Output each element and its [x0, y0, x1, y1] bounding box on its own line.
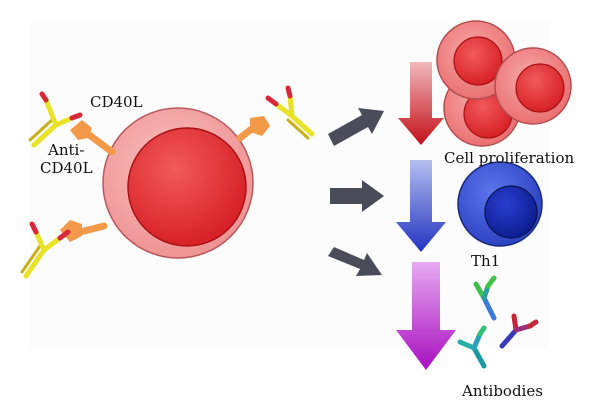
th1-label: Th1: [471, 252, 501, 270]
cell-proliferation-label: Cell proliferation: [444, 149, 575, 167]
cd40l-receptor-right: [236, 116, 270, 142]
antibody-teal: [457, 325, 487, 369]
th1-cell: [457, 161, 543, 247]
anti-cd40l-antibody-left: [28, 91, 83, 148]
anti-cd40l-label-line2: CD40L: [40, 159, 93, 177]
purple-down-arrow: [396, 262, 456, 370]
blue-down-arrow: [396, 160, 446, 252]
antibody-red-blue: [499, 313, 539, 349]
b-cell: [102, 107, 254, 259]
cd40l-label: CD40L: [90, 93, 143, 111]
cd40l-receptor-left: [70, 120, 116, 156]
antibodies-label: Antibodies: [462, 382, 543, 400]
arrow-to-th1: [330, 180, 384, 212]
anti-cd40l-antibody-bottom: [20, 221, 71, 279]
arrow-to-proliferation: [328, 108, 384, 146]
anti-cd40l-antibody-right: [265, 85, 315, 140]
antibody-green-blue: [473, 275, 497, 321]
red-down-arrow: [398, 62, 444, 145]
proliferating-cells: [436, 20, 572, 147]
anti-cd40l-label-line1: Anti-: [48, 141, 85, 159]
arrow-to-antibodies: [328, 247, 382, 276]
